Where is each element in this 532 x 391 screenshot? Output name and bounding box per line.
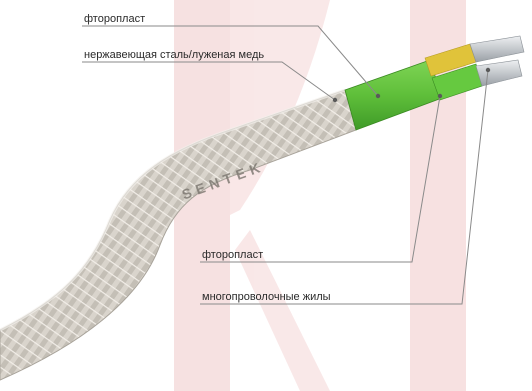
label-outer-insulation: фторопласт <box>84 13 145 25</box>
label-braid: нержавеющая сталь/луженая медь <box>84 49 264 61</box>
label-inner-insulation: фторопласт <box>202 249 263 261</box>
label-conductors: многопроволочные жилы <box>202 291 331 303</box>
